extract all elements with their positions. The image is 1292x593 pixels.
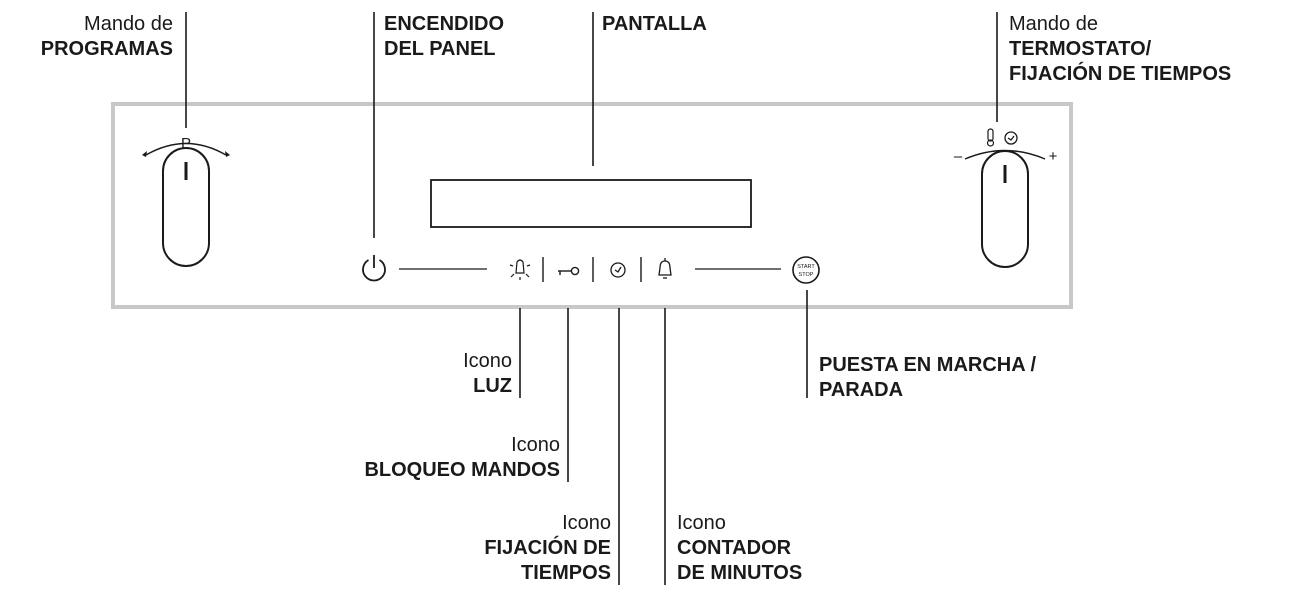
label-pantalla-line1: PANTALLA xyxy=(602,13,707,35)
label-encendido-line1: ENCENDIDO xyxy=(384,13,505,35)
label-puesta: PUESTA EN MARCHA / PARADA xyxy=(819,353,1036,403)
clock-icon xyxy=(1004,131,1018,145)
key-lock-icon[interactable] xyxy=(558,266,580,276)
thermometer-icon xyxy=(986,128,995,147)
label-puesta-line1: PUESTA EN MARCHA / xyxy=(819,354,1037,376)
power-icon xyxy=(362,259,386,282)
label-puesta-line2: PARADA xyxy=(819,379,904,401)
start-label: START xyxy=(797,264,815,270)
light-icon[interactable] xyxy=(509,259,531,280)
timer-icon[interactable] xyxy=(610,262,626,278)
label-programas-line2: PROGRAMAS xyxy=(40,38,173,60)
stop-label: STOP xyxy=(799,272,814,278)
programs-knob-arc xyxy=(145,142,227,156)
display-window xyxy=(430,179,752,228)
start-stop-button[interactable]: START STOP xyxy=(792,256,820,284)
label-bloqueo: Icono BLOQUEO MANDOS xyxy=(364,433,560,483)
label-luz-line2: LUZ xyxy=(473,375,512,397)
label-luz: Icono LUZ xyxy=(463,349,512,399)
label-contador: Icono CONTADOR DE MINUTOS xyxy=(677,511,802,586)
label-termostato: Mando de TERMOSTATO/ FIJACIÓN DE TIEMPOS xyxy=(1009,12,1231,87)
label-programas: Mando de PROGRAMAS xyxy=(41,12,173,62)
thermostat-knob[interactable] xyxy=(964,149,1046,268)
label-fijacion-line1: Icono xyxy=(562,512,611,534)
label-bloqueo-line1: Icono xyxy=(511,434,560,456)
label-fijacion-line2: FIJACIÓN DE xyxy=(484,537,611,559)
thermostat-knob-body xyxy=(981,150,1029,268)
label-programas-line1: Mando de xyxy=(84,13,173,35)
label-bloqueo-line2: BLOQUEO MANDOS xyxy=(364,459,560,481)
label-encendido: ENCENDIDO DEL PANEL xyxy=(384,12,504,62)
power-button[interactable] xyxy=(362,255,386,282)
label-termostato-line3: FIJACIÓN DE TIEMPOS xyxy=(1009,63,1232,85)
bell-icon[interactable] xyxy=(658,258,672,279)
programs-knob[interactable] xyxy=(142,142,230,267)
label-pantalla: PANTALLA xyxy=(602,12,707,37)
arrow-left-icon xyxy=(142,151,147,157)
label-contador-line3: DE MINUTOS xyxy=(677,562,803,584)
label-encendido-line2: DEL PANEL xyxy=(384,38,496,60)
leader-lines xyxy=(185,12,998,585)
label-termostato-line1: Mando de xyxy=(1009,13,1098,35)
label-termostato-line2: TERMOSTATO/ xyxy=(1009,38,1152,60)
label-fijacion: Icono FIJACIÓN DE TIEMPOS xyxy=(484,511,611,586)
label-contador-line1: Icono xyxy=(677,512,726,534)
label-fijacion-line3: TIEMPOS xyxy=(520,562,611,584)
label-contador-line2: CONTADOR xyxy=(677,537,792,559)
label-luz-line1: Icono xyxy=(463,350,512,372)
programs-knob-body xyxy=(162,147,210,267)
control-panel-frame xyxy=(111,102,1073,309)
programs-knob-letter: P xyxy=(181,135,191,152)
plus-sign: + xyxy=(1049,148,1058,165)
minus-sign: – xyxy=(954,148,963,165)
arrow-right-icon xyxy=(225,151,230,157)
